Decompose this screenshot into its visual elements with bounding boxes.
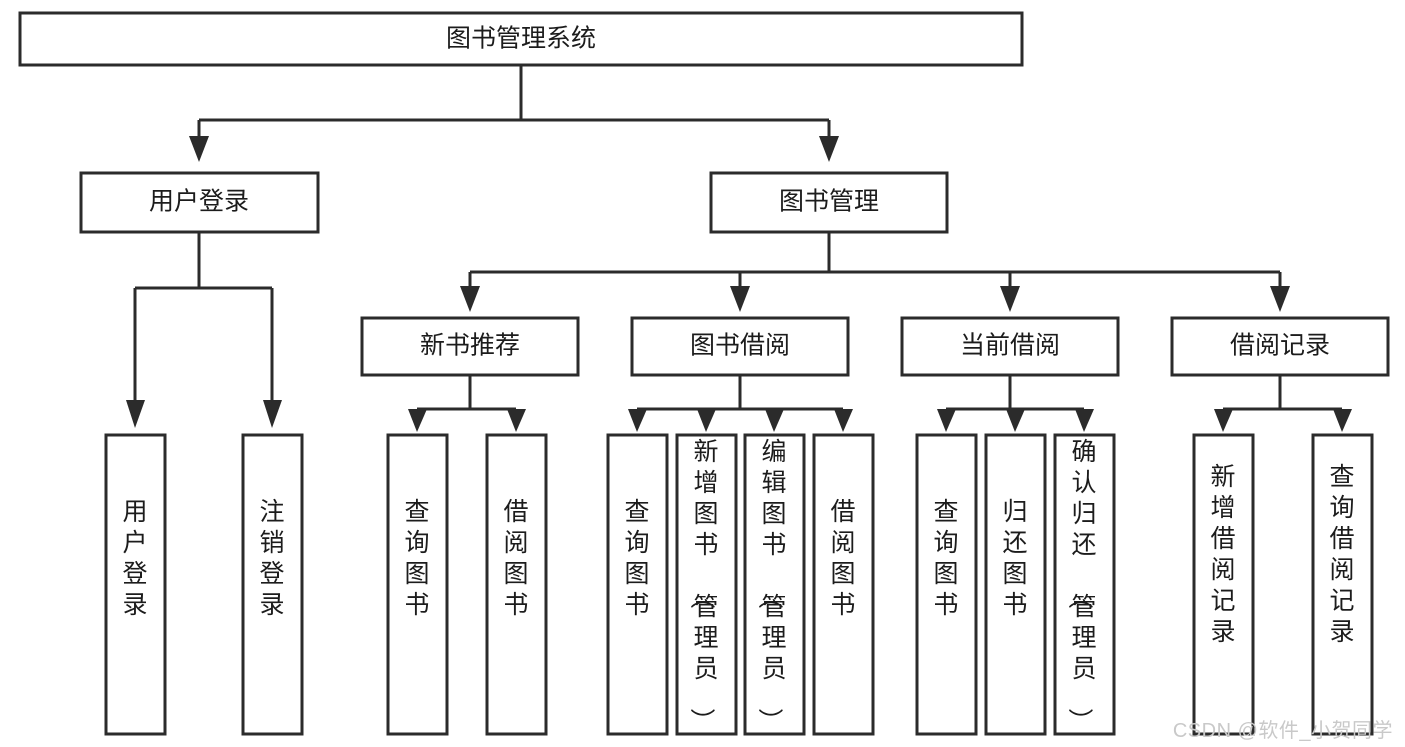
node-new-book-recommendation[interactable]: 新书推荐 (360, 316, 580, 377)
arrow-head-user-login (189, 136, 209, 162)
leaf-return-book-box (984, 433, 1047, 736)
leaf-query-book-rec-box (386, 433, 449, 736)
leaf-query-borrow-record-box (1311, 433, 1374, 736)
node-borrow-record-label: 借阅记录 (1230, 332, 1330, 360)
leaf-add-book-admin-label: 新增图书（管理员） (687, 438, 718, 733)
leaf-query-book-borrow-box (606, 433, 669, 736)
node-borrow-record-box (1170, 316, 1390, 377)
connector-group-userlogin-to-leaves (126, 232, 282, 428)
node-book-management-label: 图书管理 (779, 188, 879, 216)
node-book-management-box (709, 171, 949, 234)
leaf-node-query-book-borrow[interactable]: 查询图书 (606, 433, 669, 736)
arrow-head-leaf-query-book-3 (937, 409, 956, 432)
leaf-node-query-book-current[interactable]: 查询图书 (915, 433, 978, 736)
leaf-add-borrow-record-label: 新增借阅记录 (1210, 463, 1235, 646)
node-user-login[interactable]: 用户登录 (79, 171, 320, 234)
leaf-node-user-login[interactable]: 用户登录 (104, 433, 167, 736)
node-book-management[interactable]: 图书管理 (709, 171, 949, 234)
leaf-node-return-book[interactable]: 归还图书 (984, 433, 1047, 736)
arrow-head-leaf-query-book-2 (628, 409, 647, 432)
arrow-head-leaf-user-login (126, 400, 145, 428)
node-root-box (18, 11, 1024, 67)
connector-group-newbook-to-leaves (408, 375, 526, 432)
leaf-borrow-book-rec-label: 借阅图书 (503, 498, 528, 619)
leaf-node-borrow-book[interactable]: 借阅图书 (812, 433, 875, 736)
arrow-head-new-book-rec (460, 286, 480, 312)
leaf-query-book-rec-label: 查询图书 (404, 498, 429, 619)
node-current-borrow[interactable]: 当前借阅 (900, 316, 1120, 377)
node-current-borrow-label: 当前借阅 (960, 332, 1060, 360)
connector-group-bookborrow-to-leaves (628, 375, 853, 432)
leaf-borrow-book-box (812, 433, 875, 736)
leaf-node-query-book-rec[interactable]: 查询图书 (386, 433, 449, 736)
leaf-edit-book-admin-label: 编辑图书（管理员） (755, 438, 786, 733)
node-new-book-recommendation-label: 新书推荐 (420, 332, 520, 360)
arrow-head-book-borrow (730, 286, 750, 312)
connector-group-borrowrecord-to-leaves (1214, 375, 1352, 432)
node-root-book-management-system[interactable]: 图书管理系统 (18, 11, 1024, 67)
node-book-borrow[interactable]: 图书借阅 (630, 316, 850, 377)
leaf-logout-box (241, 433, 304, 736)
leaf-user-login-label: 用户登录 (122, 498, 147, 619)
node-user-login-box (79, 171, 320, 234)
node-root-label: 图书管理系统 (446, 25, 596, 53)
arrow-head-current-borrow (1000, 286, 1020, 312)
leaf-logout-label: 注销登录 (259, 498, 284, 619)
leaf-query-borrow-record-label: 查询借阅记录 (1329, 463, 1354, 646)
connector-group-currentborrow-to-leaves (937, 375, 1094, 432)
leaf-return-book-label: 归还图书 (1002, 498, 1027, 619)
node-book-borrow-box (630, 316, 850, 377)
arrow-head-leaf-confirm-return (1075, 409, 1094, 432)
leaf-node-add-book-admin[interactable]: 新增图书（管理员） (675, 433, 738, 736)
leaf-borrow-book-label: 借阅图书 (830, 498, 855, 619)
node-new-book-recommendation-box (360, 316, 580, 377)
arrow-head-leaf-logout (263, 400, 282, 428)
node-current-borrow-box (900, 316, 1120, 377)
arrow-head-leaf-return-book (1006, 409, 1025, 432)
arrow-head-leaf-add-book (697, 409, 716, 432)
leaf-user-login-box (104, 433, 167, 736)
leaf-query-book-current-box (915, 433, 978, 736)
arrow-head-leaf-query-book-1 (408, 409, 427, 432)
leaf-add-book-admin-box (675, 433, 738, 736)
leaf-confirm-return-admin-box (1053, 433, 1116, 736)
arrow-head-leaf-borrow-book-2 (834, 409, 853, 432)
leaf-edit-book-admin-box (743, 433, 806, 736)
node-book-borrow-label: 图书借阅 (690, 332, 790, 360)
leaf-node-edit-book-admin[interactable]: 编辑图书（管理员） (743, 433, 806, 736)
leaf-query-book-current-label: 查询图书 (933, 498, 958, 619)
leaf-node-borrow-book-rec[interactable]: 借阅图书 (485, 433, 548, 736)
arrow-head-book-mgmt (819, 136, 839, 162)
leaf-query-book-borrow-label: 查询图书 (624, 498, 649, 619)
node-borrow-record[interactable]: 借阅记录 (1170, 316, 1390, 377)
leaf-confirm-return-admin-label: 确认归还（管理员） (1065, 438, 1096, 733)
arrow-head-leaf-query-record (1333, 409, 1352, 432)
leaf-node-confirm-return-admin[interactable]: 确认归还（管理员） (1053, 433, 1116, 736)
leaf-node-add-borrow-record[interactable]: 新增借阅记录 (1192, 433, 1255, 736)
node-user-login-label: 用户登录 (149, 188, 249, 216)
leaf-node-query-borrow-record[interactable]: 查询借阅记录 (1311, 433, 1374, 736)
arrow-head-borrow-record (1270, 286, 1290, 312)
arrow-head-leaf-add-record (1214, 409, 1233, 432)
leaf-node-logout[interactable]: 注销登录 (241, 433, 304, 736)
leaf-borrow-book-rec-box (485, 433, 548, 736)
connector-group-bookmgmt-to-level3 (460, 232, 1290, 312)
arrow-head-leaf-borrow-book-1 (507, 409, 526, 432)
arrow-head-leaf-edit-book (765, 409, 784, 432)
connector-group-root-to-level2 (189, 65, 839, 162)
leaf-add-borrow-record-box (1192, 433, 1255, 736)
